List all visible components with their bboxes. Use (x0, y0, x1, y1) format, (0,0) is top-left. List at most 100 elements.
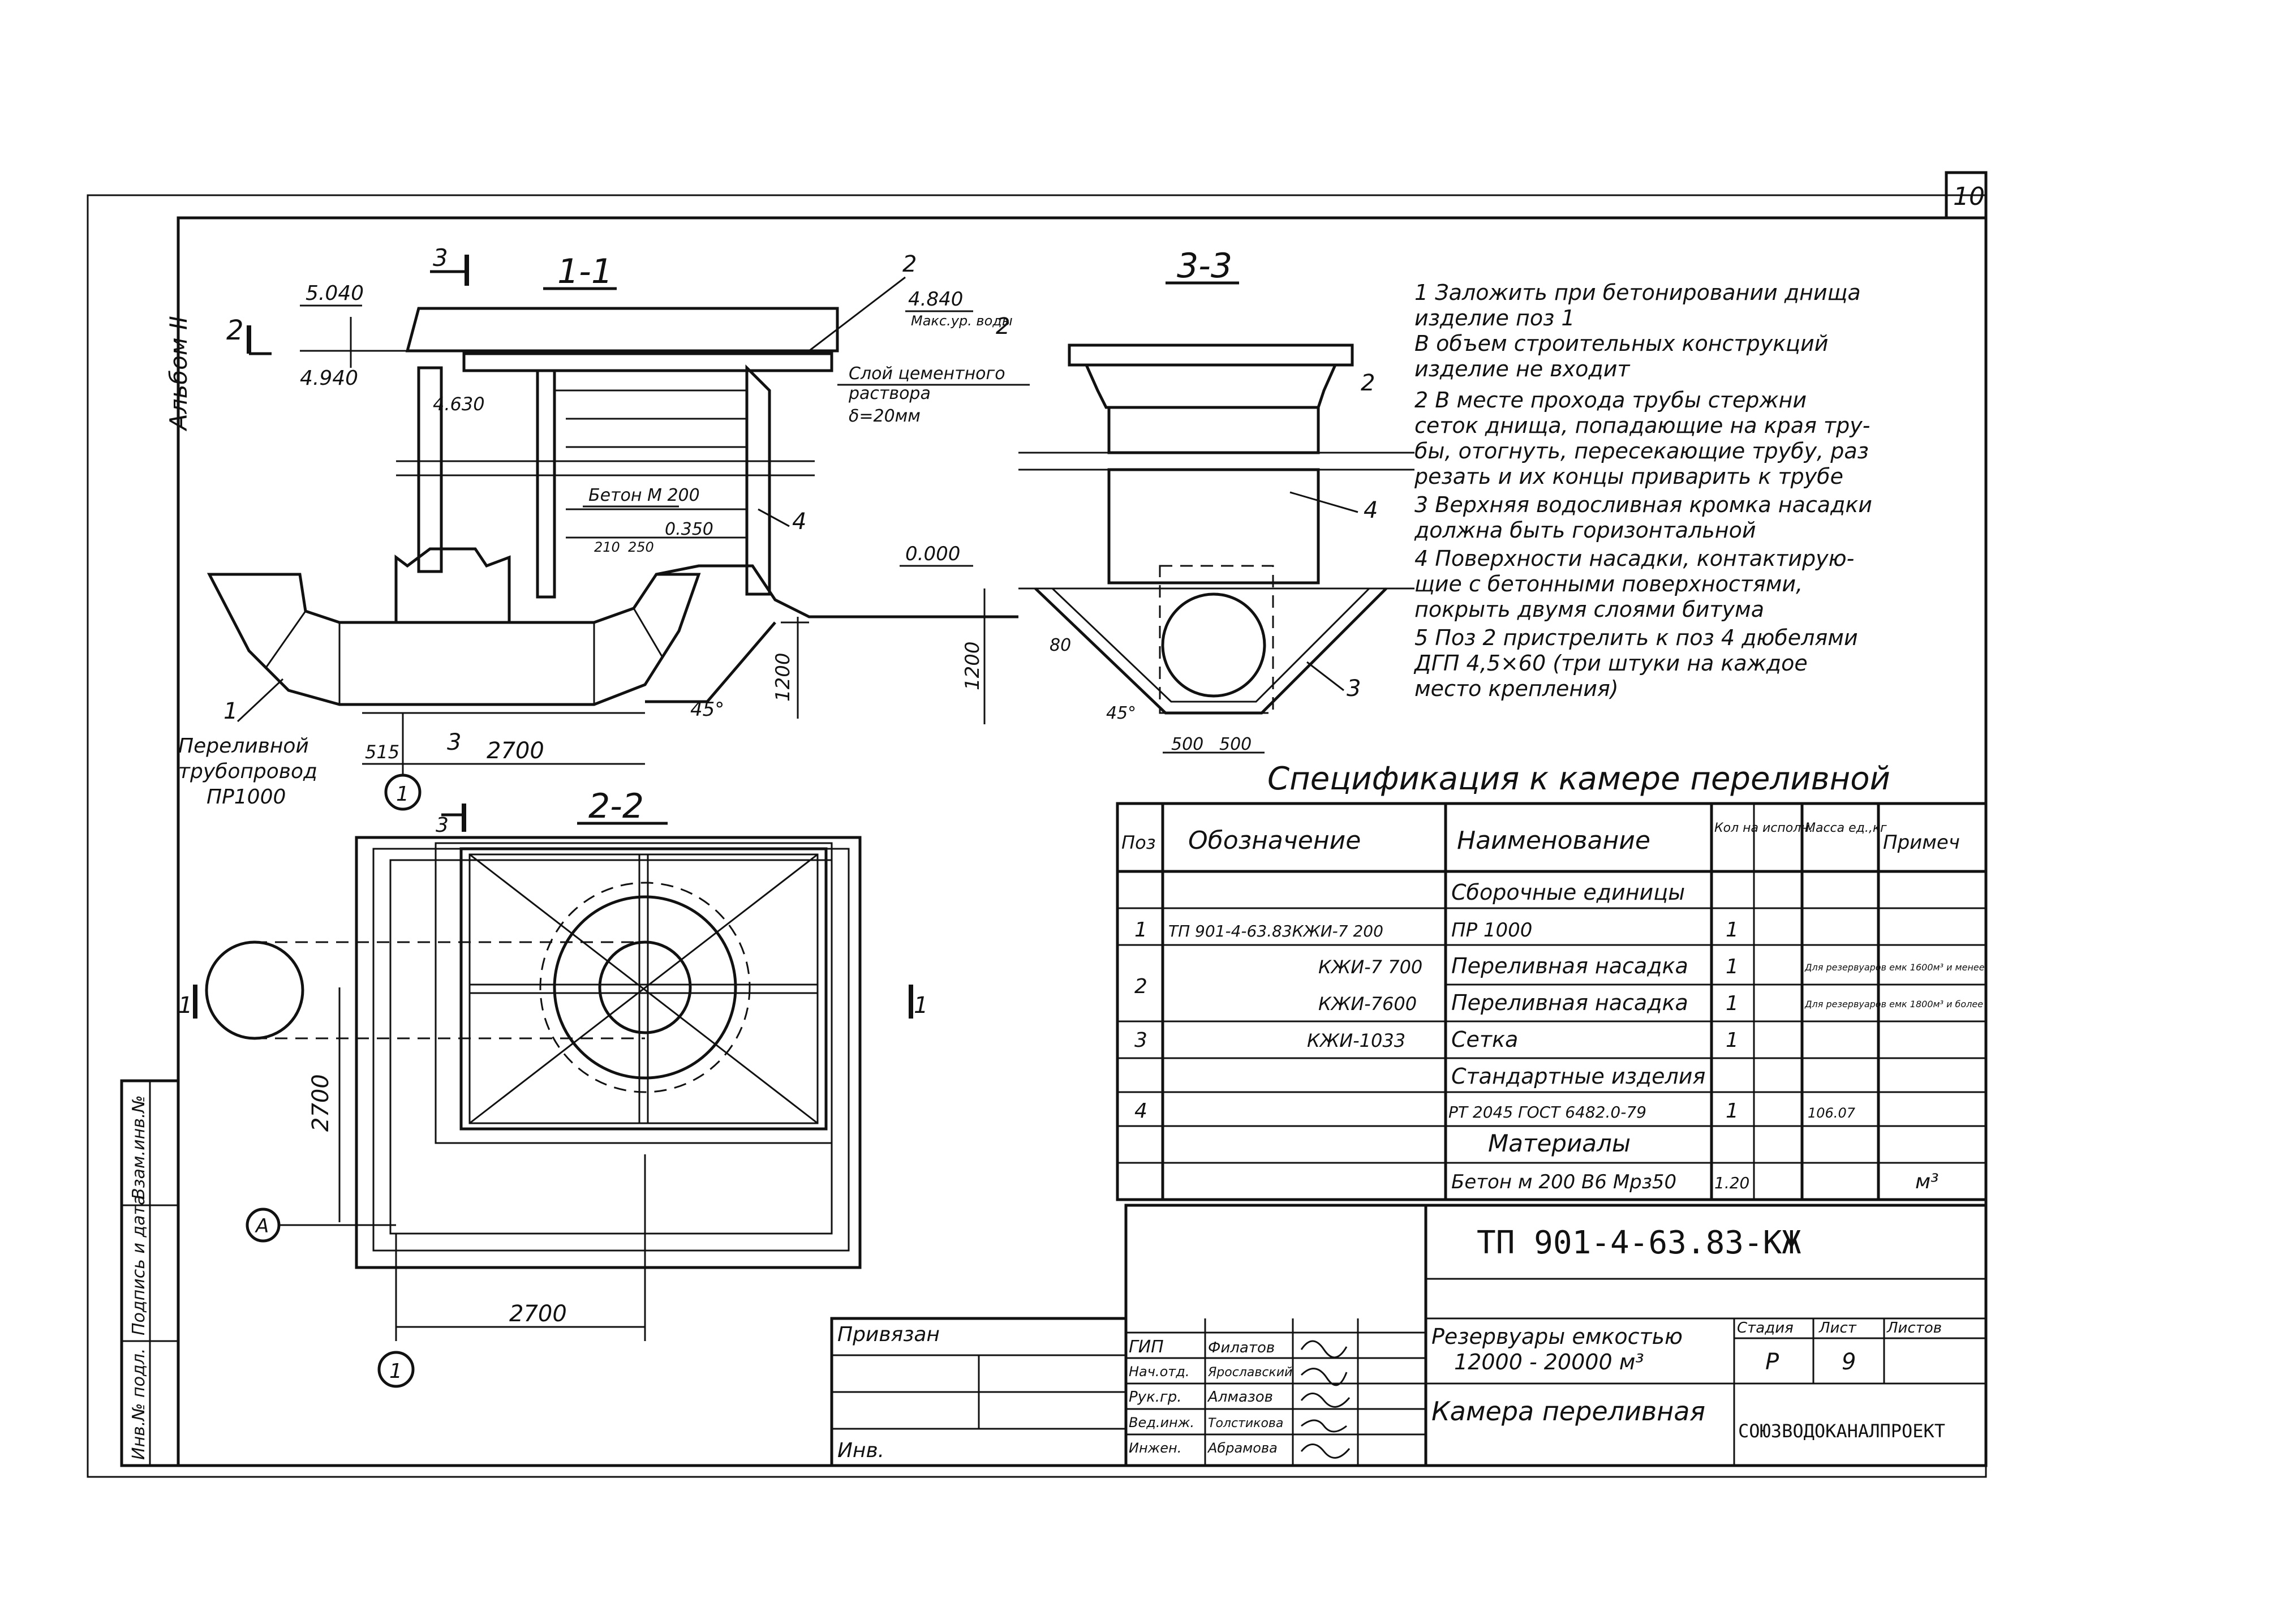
cut-3-marker: 3 (433, 244, 448, 272)
stage-label: Стадия (1737, 1320, 1794, 1337)
spec-header-pos: Поз (1121, 832, 1156, 853)
role-4: Инжен. (1129, 1440, 1181, 1456)
stamp-replace: Взам.инв.№ (129, 1095, 149, 1200)
notes-block: 1 Заложить при бетонировании днища издел… (1413, 280, 1872, 701)
note-line-14: 5 Поз 2 пристрелить к поз 4 дюбелями (1414, 625, 1858, 650)
spec-row-8-name: Бетон м 200 В6 Мрз50 (1451, 1171, 1676, 1193)
note-line-8: резать и их концы приварить к трубе (1414, 464, 1843, 489)
pipe-note-2: трубопровод (178, 760, 317, 783)
spec-row-6-pos: 4 (1134, 1099, 1147, 1123)
note-line-3: В объем строительных конструкций (1414, 331, 1828, 356)
spec-row-2-code: КЖИ-7 700 (1318, 956, 1422, 978)
level-water: 4.840 (908, 288, 963, 311)
pos-4-label: 4 (792, 509, 806, 535)
spec-row-1-name: ПР 1000 (1451, 919, 1532, 942)
section-1-1: 1-1 3 2 5.040 4.940 4.630 Бетон М 200 (178, 244, 1030, 811)
pipe-circle-3-3 (1161, 592, 1266, 698)
level-inner: 4.630 (433, 393, 485, 415)
dim-250: 250 (628, 539, 654, 555)
inv-label: Инв. (837, 1439, 884, 1462)
spec-row-2-name: Переливная насадка (1451, 953, 1688, 978)
cut-1-left: 1 (178, 993, 192, 1019)
spec-row-7-name: Материалы (1488, 1129, 1631, 1157)
title-block: ТП 901-4-63.83-КЖ Привязан Инв. ГИП Фила… (830, 1204, 1988, 1467)
spec-row-3-code: КЖИ-7600 (1318, 993, 1417, 1015)
level-bottom: 4.940 (300, 367, 358, 390)
spec-row-1-pos: 1 (1134, 918, 1147, 942)
spec-row-6-name: РТ 2045 ГОСТ 6482.0-79 (1448, 1103, 1646, 1122)
cut-1-right: 1 (914, 993, 928, 1019)
role-2: Рук.гр. (1129, 1389, 1181, 1406)
dim-515: 515 (365, 741, 399, 763)
role-4-name: Абрамова (1207, 1440, 1278, 1456)
sheet-number: 10 (1953, 182, 1985, 211)
spec-row-1-code: ТП 901-4-63.83КЖИ-7 200 (1168, 922, 1383, 940)
project-line-1: Резервуары емкостью (1431, 1324, 1683, 1349)
plan-outer-circle (539, 882, 751, 1093)
angle-45: 45° (690, 698, 724, 721)
note-line-7: бы, отогнуть, пересекающие трубу, раз (1414, 439, 1869, 463)
sheet-value: 9 (1842, 1349, 1856, 1375)
stamp-sign: Подпись и дата (129, 1195, 149, 1336)
cement-note-1: Слой цементного (849, 364, 1005, 384)
sheet-label: Лист (1818, 1320, 1857, 1337)
dim-500b: 500 (1219, 734, 1252, 754)
bound-label: Привязан (837, 1323, 940, 1346)
plan-rim-circle (553, 895, 737, 1080)
spec-row-8-qty: 1.20 (1714, 1174, 1749, 1192)
spec-row-4-code: КЖИ-1033 (1307, 1030, 1405, 1051)
dim-2700-horizontal: 2700 (509, 1301, 567, 1327)
role-3: Вед.инж. (1129, 1415, 1194, 1430)
left-stamp: Инв.№ подл. Подпись и дата Взам.инв.№ (120, 1079, 180, 1467)
dim-210: 210 (594, 539, 620, 555)
sheet-title: Камера переливная (1431, 1396, 1705, 1427)
org-name: СОЮЗВОДОКАНАЛПРОЕКТ (1738, 1420, 1945, 1442)
role-0-name: Филатов (1208, 1339, 1275, 1356)
note-line-4: изделие не входит (1414, 356, 1631, 381)
role-2-name: Алмазов (1207, 1389, 1273, 1406)
axis-1-plan-label: 1 (389, 1360, 402, 1383)
spec-row-2-qty: 1 (1726, 955, 1739, 978)
section-2-2-title: 2-2 (588, 787, 644, 826)
spec-header-mass: Масса ед.,кг (1805, 821, 1887, 835)
pipe-plan-circle (205, 940, 304, 1040)
angle-3-3: 45° (1106, 703, 1136, 723)
pipe-note-3: ПР1000 (207, 785, 286, 809)
water-note: Макс.ур. воды (911, 313, 1013, 329)
role-1-name: Ярославский (1207, 1365, 1292, 1380)
cut-3-plan: 3 (436, 814, 449, 837)
note-line-13: покрыть двумя слоями битума (1414, 597, 1764, 622)
section-3-3-title: 3-3 (1177, 246, 1232, 286)
spec-row-6-mass: 106.07 (1808, 1105, 1856, 1121)
spec-row-3-name: Переливная насадка (1451, 990, 1688, 1015)
dim-1200-3-3: 1200 (961, 641, 984, 690)
spec-title: Спецификация к камере переливной (1267, 761, 1890, 797)
cut-2-marker: 2 (226, 315, 244, 346)
note-line-11: 4 Поверхности насадки, контактирую- (1414, 546, 1854, 571)
sheets-label: Листов (1886, 1320, 1942, 1337)
role-0: ГИП (1129, 1337, 1164, 1357)
spec-header-name: Наименование (1457, 826, 1650, 855)
axis-1-label: 1 (396, 783, 409, 806)
dim-500a: 500 (1171, 734, 1203, 754)
role-3-name: Толстикова (1208, 1416, 1283, 1430)
spec-row-4-name: Сетка (1451, 1027, 1518, 1052)
stage-value: Р (1765, 1349, 1779, 1375)
note-line-2: изделие поз 1 (1414, 306, 1575, 330)
signature-scribbles (1300, 1340, 1351, 1459)
pos-3-label: 3 (447, 729, 461, 755)
pos-3-3-3: 3 (1347, 676, 1361, 702)
spec-row-5-name: Стандартные изделия (1451, 1064, 1705, 1089)
spec-header-code: Обозначение (1188, 826, 1361, 855)
level-ground: 0.000 (905, 543, 960, 565)
spec-row-4-qty: 1 (1726, 1029, 1739, 1052)
sheet-number-box (1945, 171, 1988, 220)
concrete-note: Бетон М 200 (588, 486, 700, 505)
spec-row-2-pos: 2 (1134, 975, 1147, 998)
section-2-2: 2-2 3 1 1 2700 А (178, 787, 928, 1388)
spec-row-4-pos: 3 (1134, 1029, 1147, 1052)
note-line-9: 3 Верхняя водосливная кромка насадки (1414, 492, 1872, 517)
note-line-6: сеток днища, попадающие на края тру- (1414, 413, 1870, 438)
note-line-15: ДГП 4,5×60 (три штуки на каждое (1413, 651, 1808, 676)
dim-1200: 1200 (772, 652, 794, 702)
